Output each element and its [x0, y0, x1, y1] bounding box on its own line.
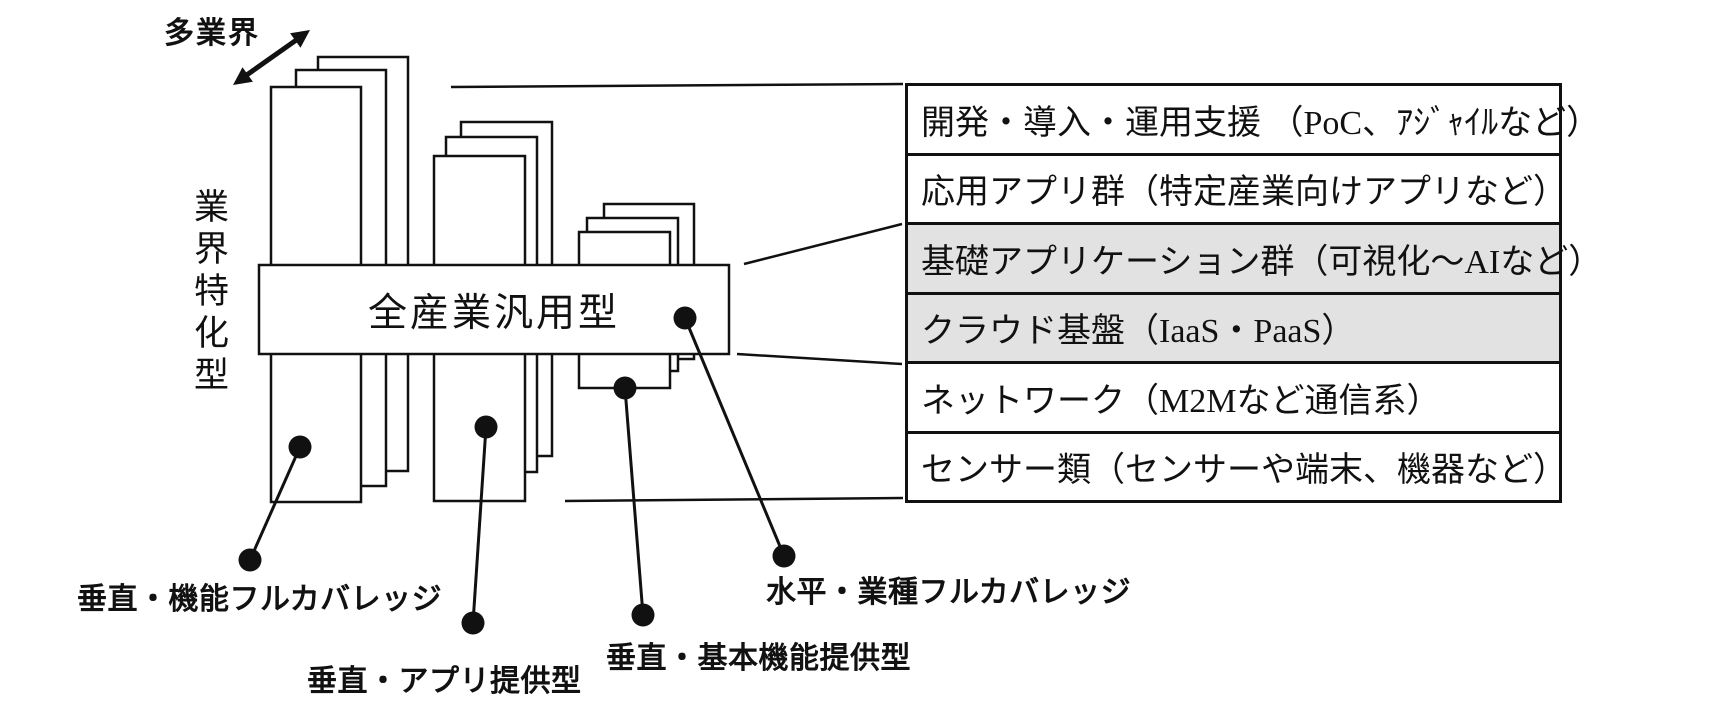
layer-row-basic-apps: 基礎アプリケーション群（可視化～AIなど） [908, 225, 1602, 295]
all-industry-bar [257, 263, 731, 356]
all-industry-bar-label: 全産業汎用型 [367, 291, 620, 335]
connector-dot [474, 415, 498, 439]
callout-line-horizontal-full-coverage [683, 317, 786, 557]
guide-line-top [450, 82, 904, 89]
connector-dot [613, 376, 637, 400]
connector-dot [288, 435, 312, 459]
callout-line-vertical-app [471, 426, 488, 624]
multi-industry-arrow-icon [233, 30, 310, 85]
layer-row-cloud-platform: クラウド基盤（IaaS・PaaS） [908, 294, 1559, 364]
layer-stack-table: 開発・導入・運用支援 （PoC、ｱｼﾞｬｲﾙなど） 応用アプリ群（特定産業向けア… [905, 83, 1602, 503]
layer-row-applied-apps: 応用アプリ群（特定産業向けアプリなど） [908, 155, 1567, 225]
label-vertical-app-provider: 垂直・アプリ提供型 [307, 665, 582, 698]
connector-dot [461, 611, 485, 635]
layer-row-network: ネットワーク（M2Mなど通信系） [908, 364, 1559, 434]
layer-row-sensors: センサー類（センサーや端末、機器など） [908, 433, 1567, 500]
connector-dot [238, 548, 262, 572]
connector-dot [631, 603, 655, 627]
layer-row-dev-support: 開発・導入・運用支援 （PoC、ｱｼﾞｬｲﾙなど） [908, 86, 1600, 156]
callout-line-vertical-full-coverage [248, 446, 302, 561]
label-horizontal-full-coverage: 水平・業種フルカバレッジ [766, 576, 1132, 609]
guide-line-bar-top [743, 222, 903, 266]
connector-dot [673, 306, 697, 330]
label-vertical-basic-function: 垂直・基本機能提供型 [606, 642, 911, 675]
guide-line-bottom [564, 496, 904, 503]
multi-industry-axis-label: 多業界 [164, 17, 260, 50]
callout-line-vertical-basic [623, 387, 645, 616]
connector-dot [772, 544, 796, 568]
industry-specific-axis-label: 業界特化型 [189, 188, 228, 398]
label-vertical-full-coverage: 垂直・機能フルカバレッジ [77, 583, 443, 616]
guide-line-bar-bottom [736, 352, 903, 366]
